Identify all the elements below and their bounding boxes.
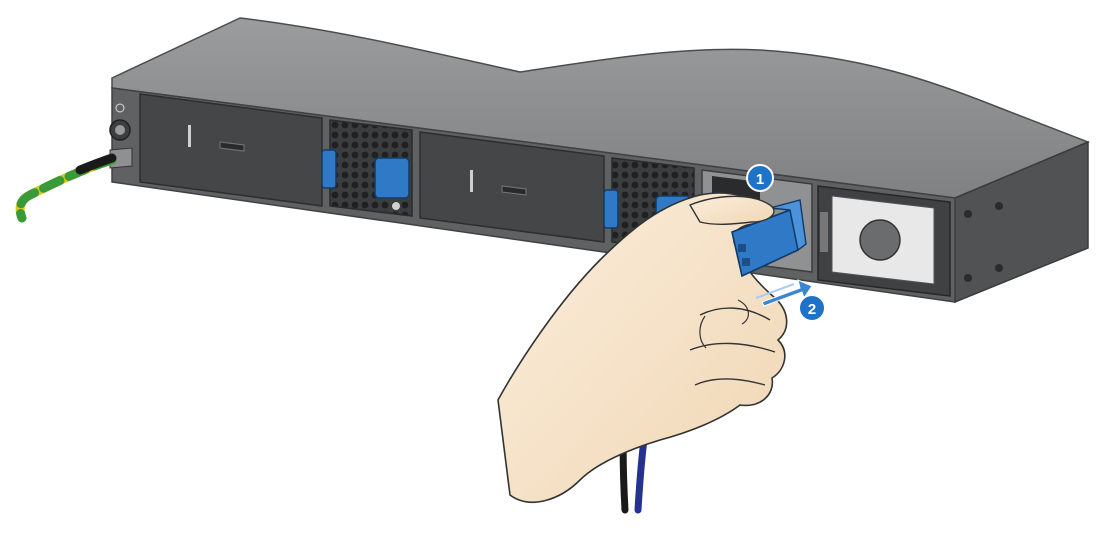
psu-label-strip <box>820 212 828 252</box>
fan-screw-icon <box>392 202 400 210</box>
chassis-top <box>111 17 1091 199</box>
grounding-terminal <box>109 103 133 169</box>
module-latch-icon <box>188 125 191 147</box>
ground-symbol-icon <box>115 103 125 113</box>
step-1-number: 1 <box>756 171 764 188</box>
step-2-callout: 2 <box>798 294 826 322</box>
step-1-callout: 1 <box>746 164 774 192</box>
cable-port-icon <box>859 219 901 261</box>
hand <box>497 192 788 503</box>
thumb <box>688 195 775 225</box>
fan-latch <box>321 149 337 189</box>
side-screw-icon <box>964 274 972 282</box>
fan-handle <box>374 157 410 199</box>
module-latch-icon <box>470 170 473 192</box>
module-handle <box>501 185 527 196</box>
step-2-number: 2 <box>808 301 816 318</box>
side-screw-icon <box>964 210 972 218</box>
fan-latch <box>603 189 619 229</box>
side-screw-icon <box>995 202 1003 210</box>
side-screw-icon <box>995 264 1003 272</box>
power-module-slot-1 <box>139 93 323 207</box>
pull-arrow-icon <box>755 279 813 307</box>
module-handle <box>219 141 245 152</box>
